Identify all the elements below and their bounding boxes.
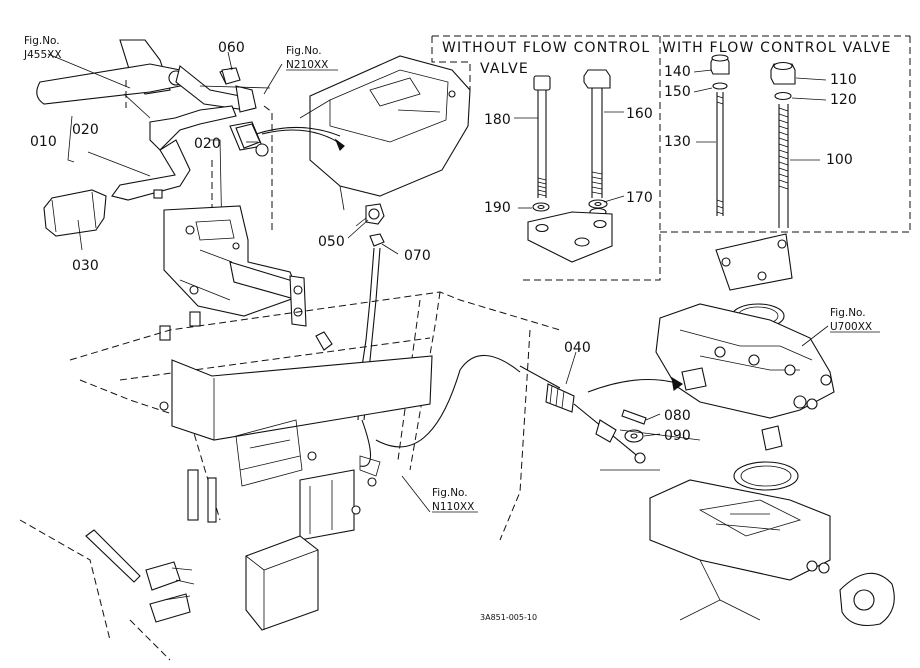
top-housing	[255, 55, 471, 211]
stud-130	[716, 92, 724, 216]
frame-panel	[19, 291, 761, 661]
fitting-050	[355, 203, 385, 227]
stud-100	[778, 104, 789, 228]
figref-code: N210XX	[286, 59, 328, 71]
header-with-flow-control: WITH FLOW CONTROL VALVE	[662, 40, 892, 56]
figref-code: U700XX	[830, 321, 872, 333]
washer-190	[532, 202, 550, 212]
part-label-110: 110	[830, 72, 857, 88]
part-label-070: 070	[404, 248, 431, 264]
part-label-040: 040	[564, 340, 591, 356]
figref-j455xx: Fig.No. J455XX	[23, 35, 62, 61]
nut-140	[710, 54, 730, 75]
figref-label: Fig.No.	[286, 45, 322, 57]
direction-arrows	[261, 129, 683, 393]
part-label-050: 050	[318, 234, 345, 250]
part-label-060: 060	[218, 40, 245, 56]
part-label-180: 180	[484, 112, 511, 128]
figref-label: Fig.No.	[24, 35, 60, 47]
block-without-valve	[527, 211, 613, 263]
part-label-120: 120	[830, 92, 857, 108]
leader-lines	[47, 51, 829, 513]
drawing-code: 3A851-005-10	[480, 613, 537, 622]
part-label-160: 160	[626, 106, 653, 122]
figref-label: Fig.No.	[432, 487, 468, 499]
variant-inset: WITHOUT FLOW CONTROL VALVE WITH FLOW CON…	[431, 35, 911, 281]
figref-u700xx: Fig.No. U700XX	[830, 307, 880, 333]
pin-080	[621, 409, 647, 425]
figref-code: N110XX	[432, 501, 474, 513]
part-label-020: 020	[72, 122, 99, 138]
grip-030	[43, 189, 107, 237]
figref-n210xx: Fig.No. N210XX	[286, 45, 338, 71]
part-labels: 060 020 010 020 030 050 070 040 080 090 …	[30, 40, 857, 444]
control-cable-040	[353, 247, 646, 467]
header-without-flow-control: WITHOUT FLOW CONTROL	[442, 40, 650, 56]
washer-090	[624, 429, 644, 443]
part-label-080: 080	[664, 408, 691, 424]
part-label-140: 140	[664, 64, 691, 80]
part-label-170: 170	[626, 190, 653, 206]
nut-110	[770, 61, 796, 85]
part-label-190: 190	[484, 200, 511, 216]
figref-n110xx: Fig.No. N110XX	[432, 487, 478, 513]
nut-070	[369, 233, 385, 247]
part-label-090: 090	[664, 428, 691, 444]
header-without-flow-control-cont: VALVE	[480, 61, 529, 77]
part-label-010: 010	[30, 134, 57, 150]
part-label-030: 030	[72, 258, 99, 274]
washer-120	[774, 91, 792, 101]
part-label-130: 130	[664, 134, 691, 150]
valve-block	[649, 233, 895, 627]
part-label-150: 150	[664, 84, 691, 100]
figref-code: J455XX	[23, 49, 62, 61]
bolt-180	[533, 75, 551, 198]
mounting-bracket	[153, 189, 333, 351]
part-label-020: 020	[194, 136, 221, 152]
part-label-100: 100	[826, 152, 853, 168]
figref-label: Fig.No.	[830, 307, 866, 319]
bolt-160	[583, 69, 611, 198]
washer-150	[712, 82, 728, 90]
